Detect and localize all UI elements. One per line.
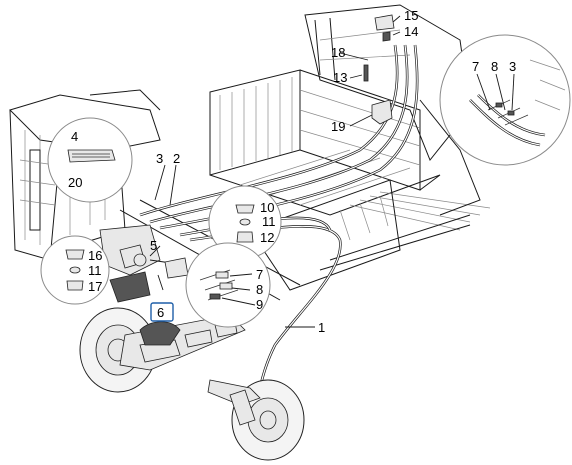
callout-detail-7-8-9	[185, 242, 271, 328]
pedal-assembly	[99, 224, 191, 303]
cable-bundle	[139, 44, 419, 230]
label-8-lower: 8	[256, 282, 263, 297]
label-7-right: 7	[472, 59, 479, 74]
callout-detail-7-8-3	[439, 34, 571, 166]
highlight-box-6	[150, 302, 174, 322]
label-18: 18	[331, 45, 345, 60]
label-1: 1	[318, 320, 325, 335]
label-19: 19	[331, 119, 345, 134]
label-13: 13	[333, 70, 347, 85]
label-17: 17	[88, 279, 102, 294]
label-6: 6	[157, 305, 164, 320]
front-wheel	[207, 379, 305, 461]
label-9: 9	[256, 297, 263, 312]
label-4: 4	[71, 129, 78, 144]
label-2: 2	[173, 151, 180, 166]
side-panel-parts	[363, 14, 395, 125]
callout-detail-4-20	[47, 117, 133, 203]
label-5: 5	[150, 238, 157, 253]
label-10: 10	[260, 200, 274, 215]
callout-detail-16-11-17	[40, 235, 110, 305]
label-3-right: 3	[509, 59, 516, 74]
label-11-left: 11	[88, 263, 102, 278]
label-8-right: 8	[491, 59, 498, 74]
label-14: 14	[404, 24, 418, 39]
label-7-lower: 7	[256, 267, 263, 282]
label-12: 12	[260, 230, 274, 245]
label-3-left: 3	[156, 151, 163, 166]
label-20: 20	[68, 175, 82, 190]
label-15: 15	[404, 8, 418, 23]
callout-detail-10-11-12	[208, 185, 282, 259]
label-11-mid: 11	[262, 214, 276, 229]
label-16: 16	[88, 248, 102, 263]
leader-lines	[149, 15, 515, 328]
part-labels: 1 2 3 3 4 5 6 7 7 8 8 9 10 11 11 12 13 1…	[68, 8, 516, 335]
